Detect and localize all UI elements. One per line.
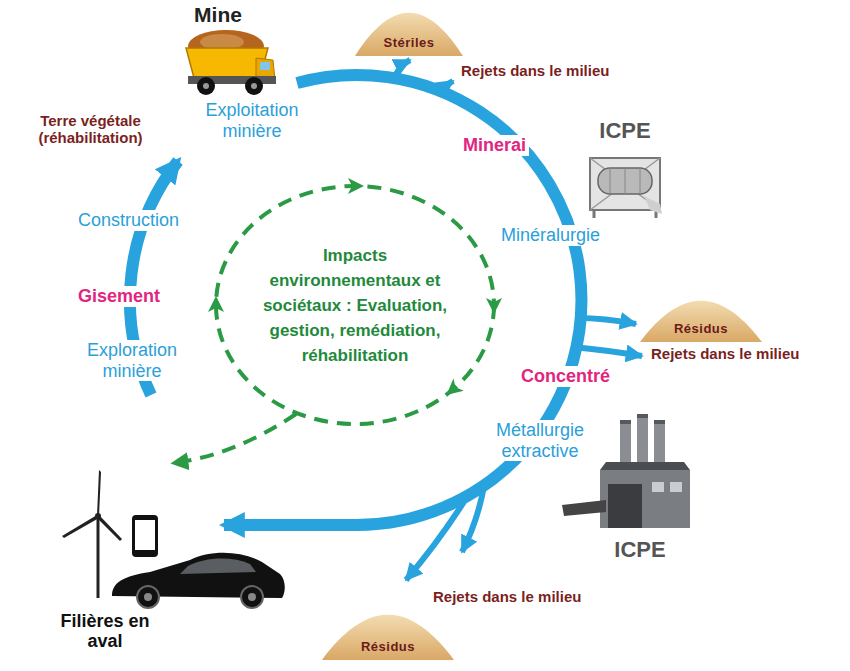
stage-label: Métallurgie extractive bbox=[470, 420, 610, 461]
impact-arrow bbox=[174, 414, 296, 463]
mining-truck bbox=[186, 30, 276, 95]
cycle-chevron bbox=[486, 298, 502, 314]
discharge-label: Rejets dans le milieu bbox=[458, 62, 612, 79]
car bbox=[112, 553, 285, 608]
wind-turbine bbox=[62, 470, 122, 598]
branch-arrow bbox=[462, 486, 484, 552]
branch-arrow bbox=[394, 60, 410, 80]
stage-label: Exploration minière bbox=[62, 340, 202, 381]
impact-cycle: Impacts environnementaux et sociétaux : … bbox=[210, 180, 500, 430]
product-label: Concentré bbox=[518, 366, 613, 387]
product-label: Minerai bbox=[460, 135, 529, 156]
sand-pile-node: Résidus bbox=[640, 298, 762, 342]
sand-pile-node: Stériles bbox=[355, 10, 463, 56]
impact-text: Impacts environnementaux et sociétaux : … bbox=[253, 243, 458, 368]
pile-label: Résidus bbox=[361, 639, 415, 654]
title-label: Mine bbox=[191, 3, 245, 27]
facility-label: ICPE bbox=[611, 537, 668, 562]
tablet bbox=[132, 515, 158, 557]
cycle-chevron bbox=[208, 296, 224, 312]
branch-arrow bbox=[577, 318, 636, 324]
branch-arrow bbox=[573, 347, 642, 356]
stage-label: Minéralurgie bbox=[498, 225, 603, 246]
branch-arrow bbox=[432, 81, 453, 90]
sand-pile-shape bbox=[640, 301, 762, 342]
pile-label: Résidus bbox=[674, 321, 728, 336]
dashed-cycle bbox=[216, 186, 494, 424]
facility-label: ICPE bbox=[596, 118, 653, 143]
processing-machine bbox=[590, 158, 662, 218]
sand-pile-shape bbox=[355, 13, 463, 56]
sand-pile-shape bbox=[322, 615, 454, 660]
cycle-chevron bbox=[446, 379, 463, 395]
discharge-label: Rejets dans le milieu bbox=[648, 345, 802, 362]
discharge-label: Rejets dans le milieu bbox=[430, 588, 584, 605]
branch-arrow bbox=[406, 497, 467, 580]
pile-label: Stériles bbox=[384, 35, 435, 50]
cycle-chevron bbox=[348, 178, 364, 194]
title-label: Filières en aval bbox=[50, 612, 160, 652]
stage-label: Exploitation minière bbox=[177, 100, 327, 141]
stage-label: Construction bbox=[75, 210, 182, 231]
discharge-label: Terre végétale (réhabilitation) bbox=[8, 112, 173, 147]
product-label: Gisement bbox=[75, 286, 163, 307]
sand-pile-node: Résidus bbox=[322, 612, 454, 660]
